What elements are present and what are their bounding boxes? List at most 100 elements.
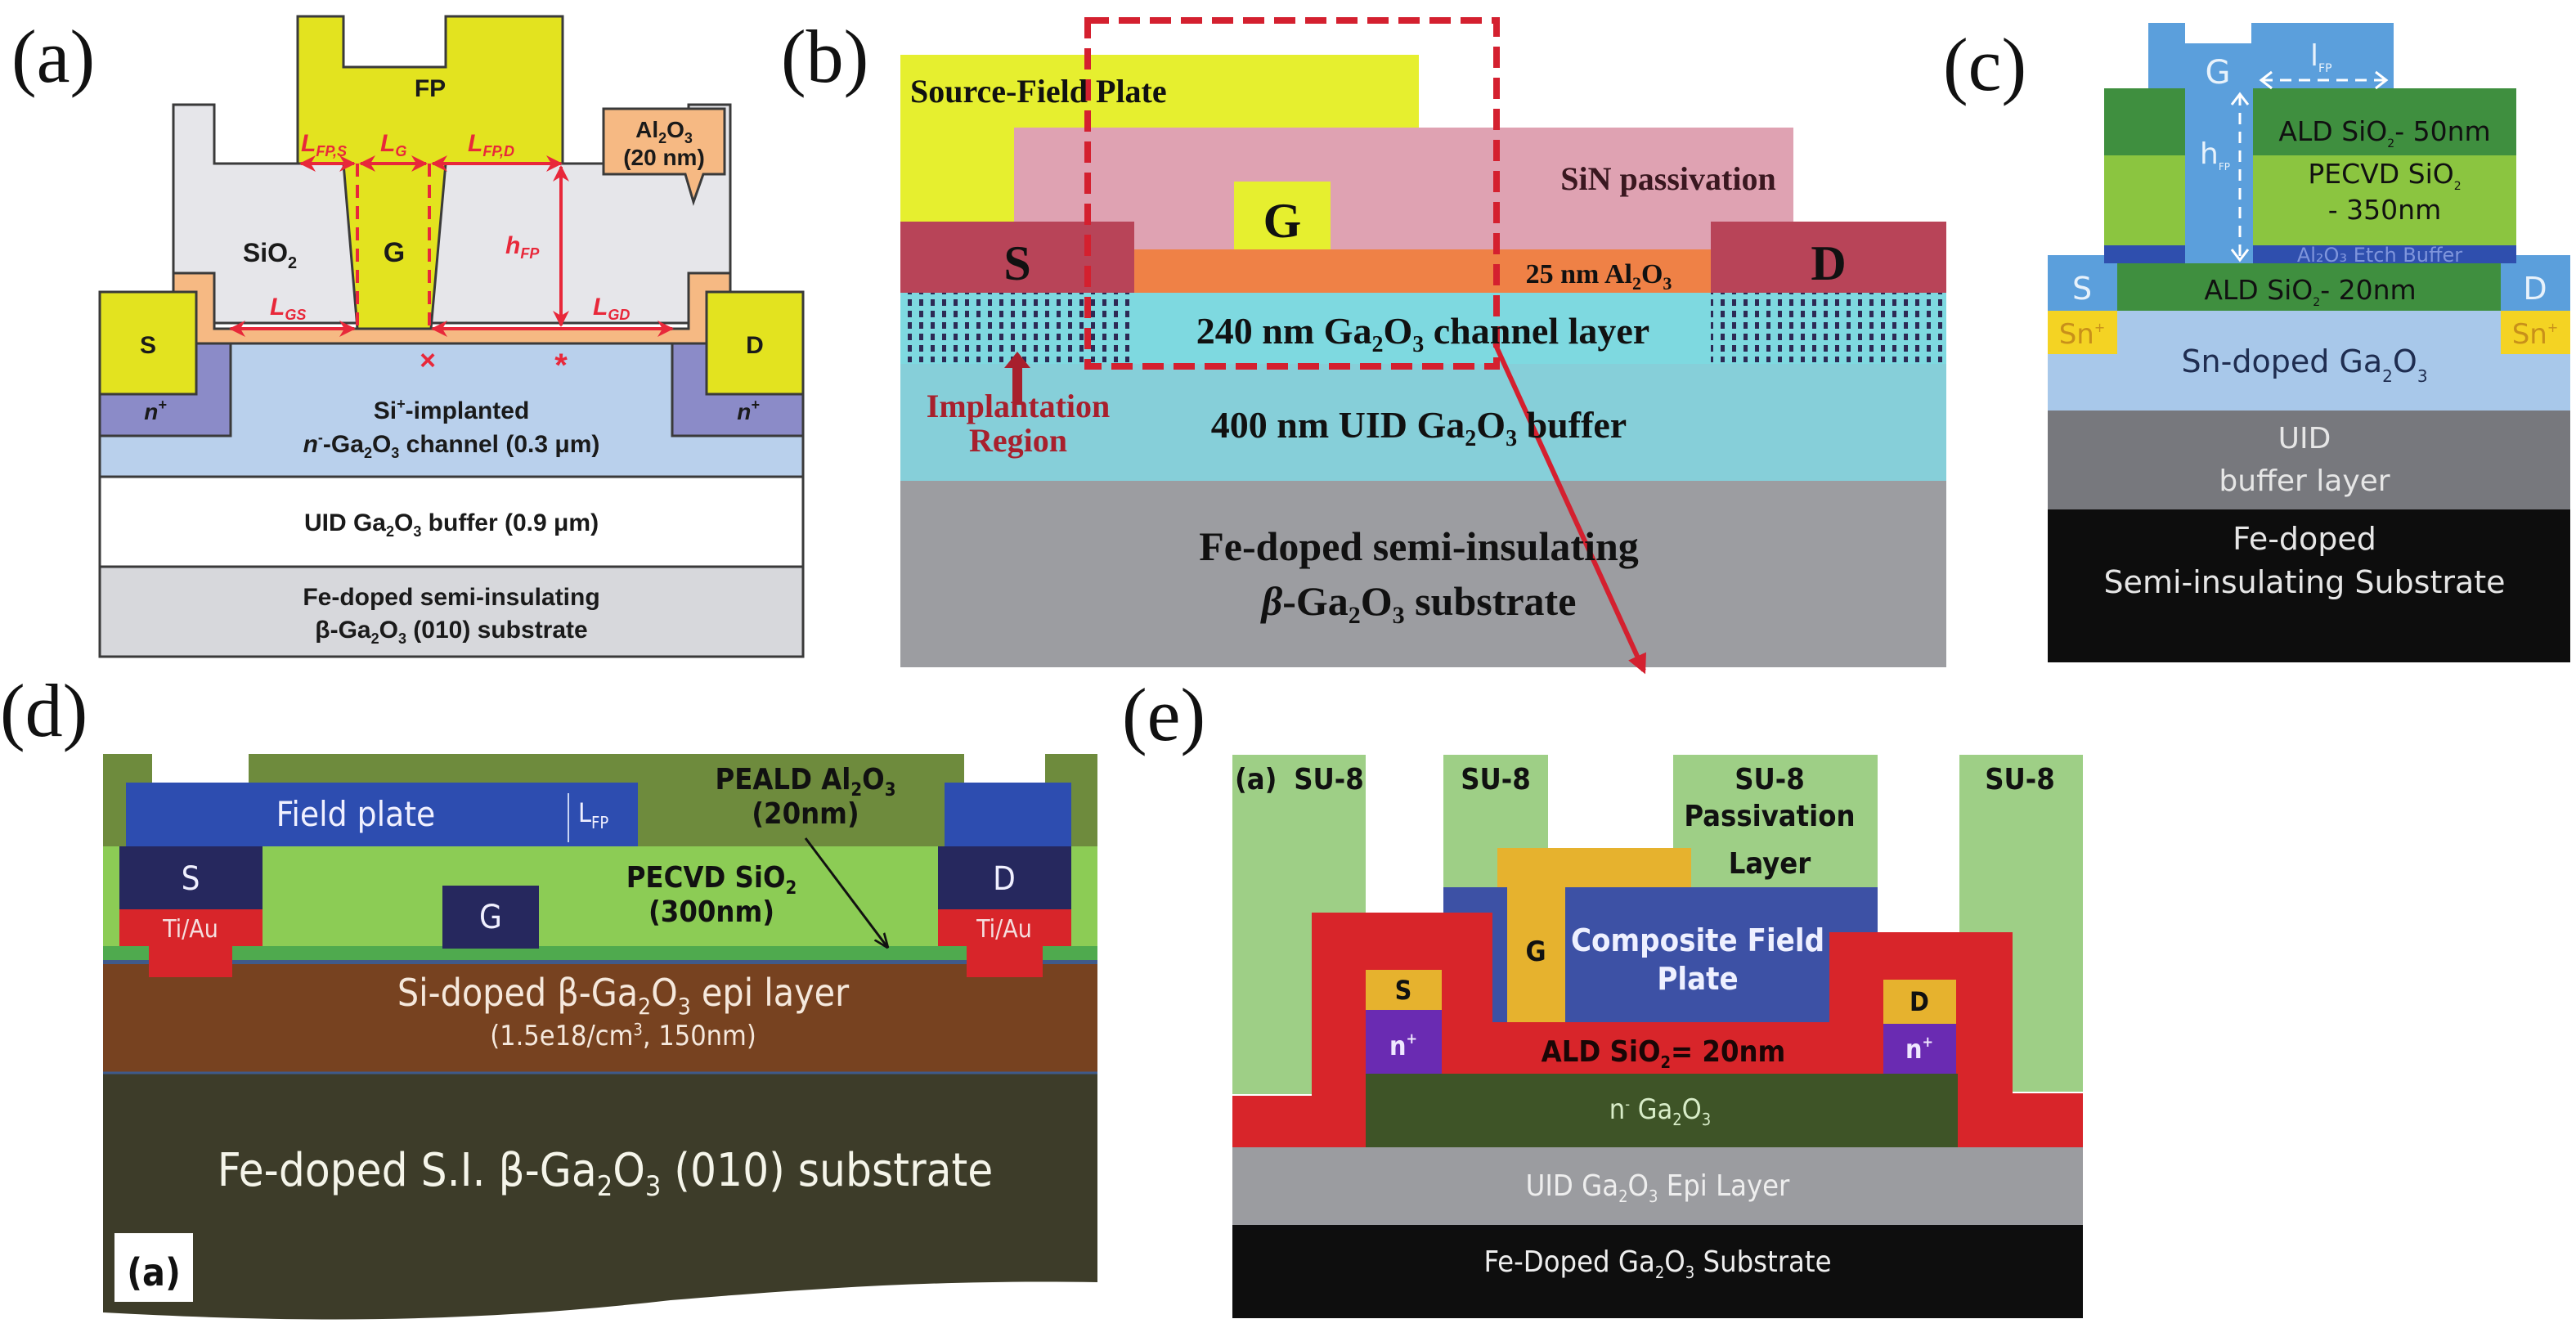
panel-a-hfp-label: hFP — [505, 232, 540, 262]
panel-a-source — [98, 290, 198, 396]
panel-e-substrate-text: Fe-Doped Ga2O3 Substrate — [1483, 1245, 1831, 1282]
panel-a-fp-text: FP — [415, 75, 446, 102]
panel-c-snplus-left — [2048, 311, 2117, 354]
panel-e-source — [1366, 970, 1442, 1010]
panel-e-drain-text: D — [1910, 986, 1929, 1017]
panel-c-uid-line1: UID — [2278, 422, 2331, 455]
panel-e-ald-right-overlap — [1829, 932, 1878, 1022]
panel-c-snplus-left-text: Sn+ — [2059, 318, 2106, 351]
panel-d-source — [119, 846, 263, 909]
panel-d-epi-line1: Si-doped β-Ga2O3 epi layer — [397, 971, 850, 1020]
panel-e-uid-text: UID Ga2O3 Epi Layer — [1526, 1169, 1790, 1206]
panel-a-al2o3-thickness: (20 nm) — [623, 145, 705, 170]
panel-c: (c) G lFP hFP ALD SiO2- 50nm PECVD SiO2 … — [1943, 23, 2570, 662]
panel-c-substrate-line1: Fe-doped — [2233, 521, 2376, 557]
panel-a-source-text: S — [140, 332, 156, 359]
panel-d-label: (d) — [0, 669, 88, 752]
panel-e-substrate — [1232, 1225, 2083, 1318]
panel-c-channel-text: Sn-doped Ga2O3 — [2181, 343, 2427, 386]
panel-d-lfp-label: LFP — [578, 797, 608, 832]
panel-e-ald-left-overlap — [1443, 913, 1492, 1022]
panel-c-etch-text: Al₂O₃ Etch Buffer — [2297, 244, 2462, 267]
panel-c-substrate — [2048, 509, 2570, 662]
panel-b-channel-text: 240 nm Ga2O3 channel layer — [1196, 310, 1649, 357]
panel-c-uid-line2: buffer layer — [2219, 464, 2390, 498]
panel-c-channel — [2048, 311, 2570, 411]
panel-e-su8-label-3: SU-8 — [1735, 763, 1805, 796]
panel-a-channel-line2: n--Ga2O3 channel (0.3 μm) — [303, 429, 600, 461]
panel-b-source-text: S — [1003, 236, 1030, 290]
panel-a-buffer-text: UID Ga2O3 buffer (0.9 μm) — [304, 509, 599, 540]
panel-b-buffer — [900, 364, 1946, 481]
panel-c-hfp-label: hFP — [2200, 137, 2230, 173]
panel-c-snplus-right — [2501, 311, 2570, 354]
panel-c-snplus-right-text: Sn+ — [2512, 318, 2559, 351]
panel-c-source-text: S — [2072, 271, 2092, 307]
panel-d-peald-pointer — [804, 837, 887, 947]
panel-a: (a) FP G S D — [11, 15, 805, 658]
panel-a-label: (a) — [11, 15, 95, 98]
panel-d-drain-plate — [945, 783, 1071, 846]
panel-d-drain-text: D — [993, 860, 1016, 898]
panel-c-ald-bottom — [2117, 263, 2501, 311]
panel-d-pecvd-line2: (300nm) — [648, 895, 774, 929]
panel-a-substrate — [98, 565, 805, 658]
panel-b-highlight-box — [1084, 17, 1500, 370]
panel-d-thin-dielectric — [103, 946, 1097, 960]
panel-b-drain-text: D — [1811, 236, 1846, 290]
panel-b-sfp-text: Source-Field Plate — [910, 73, 1167, 110]
panel-a-lgs-label: LGS — [270, 294, 306, 323]
panel-b-buffer-text: 400 nm UID Ga2O3 buffer — [1211, 404, 1627, 451]
panel-d-inset-box — [114, 1233, 193, 1302]
panel-e-nplus-right-text: n+ — [1905, 1034, 1933, 1065]
panel-e-passivation-line1: Passivation — [1684, 800, 1855, 833]
panel-d-pecvd-line1: PECVD SiO2 — [626, 861, 797, 899]
panel-d-interface-line — [103, 960, 1097, 964]
panel-c-hfp-arrowheads — [2230, 92, 2250, 262]
panel-e-su8-label-2: SU-8 — [1461, 763, 1531, 796]
panel-b-gate — [1234, 182, 1331, 249]
panel-b-al2o3 — [1134, 249, 1711, 293]
panel-b-sin — [1014, 128, 1793, 249]
panel-e-su8-col3 — [1673, 755, 1878, 894]
panel-b-gate-text: G — [1263, 194, 1302, 248]
panel-e-passivation-line2: Layer — [1729, 847, 1811, 881]
panel-b-substrate — [900, 481, 1946, 667]
panel-a-buffer — [98, 475, 805, 568]
panel-d-peald-line1: PEALD Al2O3 — [716, 763, 896, 801]
panel-c-pecvd — [2104, 155, 2516, 245]
panel-a-drain — [705, 290, 805, 396]
panel-e-source-text: S — [1395, 975, 1412, 1006]
panel-b-implant-arrowhead — [1004, 352, 1030, 368]
panel-b-substrate-line2: β-Ga2O3 substrate — [1260, 578, 1577, 629]
panel-d-substrate-text: Fe-doped S.I. β-Ga2O3 (010) substrate — [218, 1144, 994, 1203]
panel-e-nminus-text: n- Ga2O3 — [1609, 1093, 1711, 1129]
panel-e-nplus-left-text: n+ — [1389, 1030, 1417, 1061]
panel-a-lfps-label: LFP,S — [301, 130, 347, 159]
panel-e-composite-line2: Plate — [1657, 961, 1738, 997]
panel-e-ald-text: ALD SiO2= 20nm — [1542, 1035, 1786, 1072]
panel-e-su8-label-4: SU-8 — [1985, 763, 2055, 796]
panel-d-drain — [938, 846, 1071, 909]
panel-a-gate-text: G — [384, 237, 405, 268]
panel-c-ald-bottom-text: ALD SiO2- 20nm — [2204, 274, 2416, 309]
panel-b-implant-line1: Implantation — [927, 388, 1111, 424]
panel-c-ald-top-text: ALD SiO2- 50nm — [2278, 115, 2490, 150]
panel-a-nplus-right-text: n+ — [737, 397, 760, 424]
panel-b: (b) Source-Field Plate SiN passivation G… — [781, 15, 1946, 675]
panel-c-source — [2048, 255, 2117, 311]
panel-c-pecvd-line2: - 350nm — [2328, 194, 2441, 226]
panel-e-su8-label-1: SU-8 — [1294, 763, 1364, 796]
panel-b-implant-line2: Region — [969, 422, 1067, 459]
panel-a-nplus-left-text: n+ — [144, 397, 167, 424]
panel-d-epi — [103, 963, 1097, 1073]
panel-c-ald-top — [2104, 88, 2516, 155]
panel-b-implant-left — [900, 293, 1134, 362]
panel-b-implant-right — [1711, 293, 1946, 362]
panel-d-tiau-right-text: Ti/Au — [976, 915, 1032, 944]
panel-c-drain-text: D — [2523, 271, 2547, 307]
panel-e-gate — [1497, 848, 1691, 1022]
panel-d-tiau-right — [938, 909, 1071, 977]
